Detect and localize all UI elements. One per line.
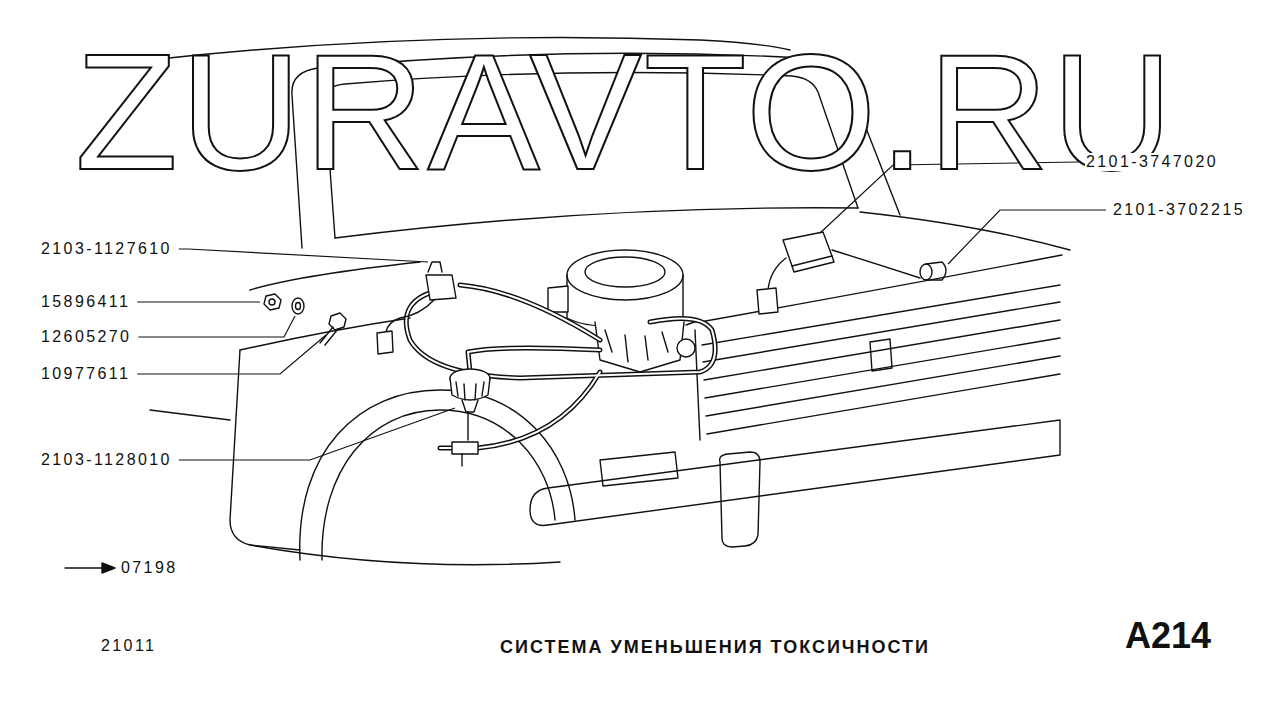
car-body-shape: [707, 374, 1060, 434]
car-body-shape: [300, 390, 575, 560]
vacuum-valve-shape: [452, 442, 478, 454]
vacuum-valve-shape: [456, 382, 484, 400]
sensor-valve: [377, 262, 456, 354]
leader-line: [948, 210, 1106, 264]
sensor-valve-shape: [386, 300, 434, 332]
car-body-shape: [704, 320, 1060, 380]
switch-shape: [920, 264, 932, 280]
vacuum-hoses-shape: [460, 285, 600, 340]
vacuum-hoses-shape: [406, 290, 715, 378]
leader-line: [179, 408, 455, 460]
car-body-shape: [720, 452, 760, 547]
vacuum-hoses-shape: [440, 446, 452, 451]
vacuum-hoses-inner-shape: [468, 348, 600, 372]
control-unit-shape: [768, 258, 786, 290]
control-unit-shape: [757, 288, 778, 314]
car-body-shape: [250, 545, 560, 565]
sensor-valve-shape: [377, 331, 393, 354]
fasteners-shape: [296, 303, 301, 310]
sensor-valve-shape: [426, 275, 456, 300]
car-body-shape: [705, 338, 1060, 398]
vacuum-hoses-shape: [478, 372, 600, 448]
car-body-shape: [703, 302, 1060, 362]
part-number: 2103-1127610: [40, 240, 173, 258]
car-body-shape: [335, 208, 858, 238]
part-number: 10977611: [40, 365, 131, 383]
part-number: 2103-1128010: [40, 451, 173, 469]
vacuum-hoses-inner-shape: [478, 372, 600, 448]
vacuum-valve-shape: [467, 412, 468, 440]
fasteners-shape: [320, 327, 338, 345]
car-body-shape: [702, 285, 1060, 345]
leader-line: [137, 335, 326, 374]
reference-arrow-shape: [102, 563, 115, 573]
vacuum-hoses-shape: [468, 348, 600, 372]
carburetor-shape: [605, 330, 668, 362]
vacuum-valve-shape: [450, 378, 490, 400]
vacuum-valve: [450, 369, 490, 466]
switch: [920, 262, 946, 280]
switch-shape: [926, 262, 946, 280]
carburetor-shape: [595, 322, 684, 372]
reference-number: 07198: [120, 559, 179, 577]
fasteners-shape: [292, 298, 304, 314]
car-body-shape: [150, 410, 230, 420]
sensor-valve-shape: [428, 262, 442, 272]
air-filter-shape: [567, 250, 683, 300]
reference-arrow: [65, 563, 115, 573]
car-body-shape: [250, 262, 420, 290]
leader-line: [179, 249, 428, 262]
carburetor-shape: [677, 339, 695, 357]
car-body-shape: [706, 356, 1060, 416]
control-unit: [757, 232, 920, 314]
car-body-shape: [600, 452, 678, 486]
vacuum-hoses-inner-shape: [460, 285, 600, 340]
fasteners-shape: [329, 313, 346, 330]
car-body-shape: [695, 330, 700, 440]
watermark: ZURAVTO.RU: [75, 30, 1175, 195]
car-body-shape: [860, 212, 1070, 250]
fasteners-shape: [269, 299, 275, 305]
model-code: 21011: [100, 637, 157, 655]
page-code: A214: [1125, 616, 1211, 656]
air-filter: [548, 250, 683, 327]
air-filter-shape: [585, 257, 665, 287]
vacuum-hoses: [406, 285, 715, 448]
part-number: 15896411: [40, 293, 131, 311]
vacuum-valve-shape: [462, 400, 478, 412]
vacuum-hoses-inner-shape: [440, 447, 452, 449]
leader-line: [138, 316, 295, 337]
carburetor: [595, 320, 700, 372]
car-body-shape: [530, 420, 1060, 525]
part-number: 2101-3747020: [1085, 153, 1219, 171]
leader-line: [137, 301, 260, 302]
part-number: 12605270: [40, 328, 132, 346]
control-unit-shape: [792, 256, 834, 272]
reference-arrow-shape: [65, 567, 104, 568]
diagram-title: СИСТЕМА УМЕНЬШЕНИЯ ТОКСИЧНОСТИ: [500, 638, 930, 658]
car-body-shape: [322, 410, 555, 560]
control-unit-shape: [783, 232, 832, 266]
car-body-shape: [870, 339, 892, 371]
air-filter-shape: [548, 286, 568, 312]
vacuum-hoses-inner: [406, 285, 715, 448]
fasteners-shape: [264, 294, 281, 310]
car-body-shape: [230, 350, 300, 550]
vacuum-valve-shape: [461, 454, 462, 466]
control-unit-shape: [832, 250, 920, 278]
part-number: 2101-3702215: [1112, 201, 1246, 219]
vacuum-hoses-inner-shape: [406, 290, 715, 378]
